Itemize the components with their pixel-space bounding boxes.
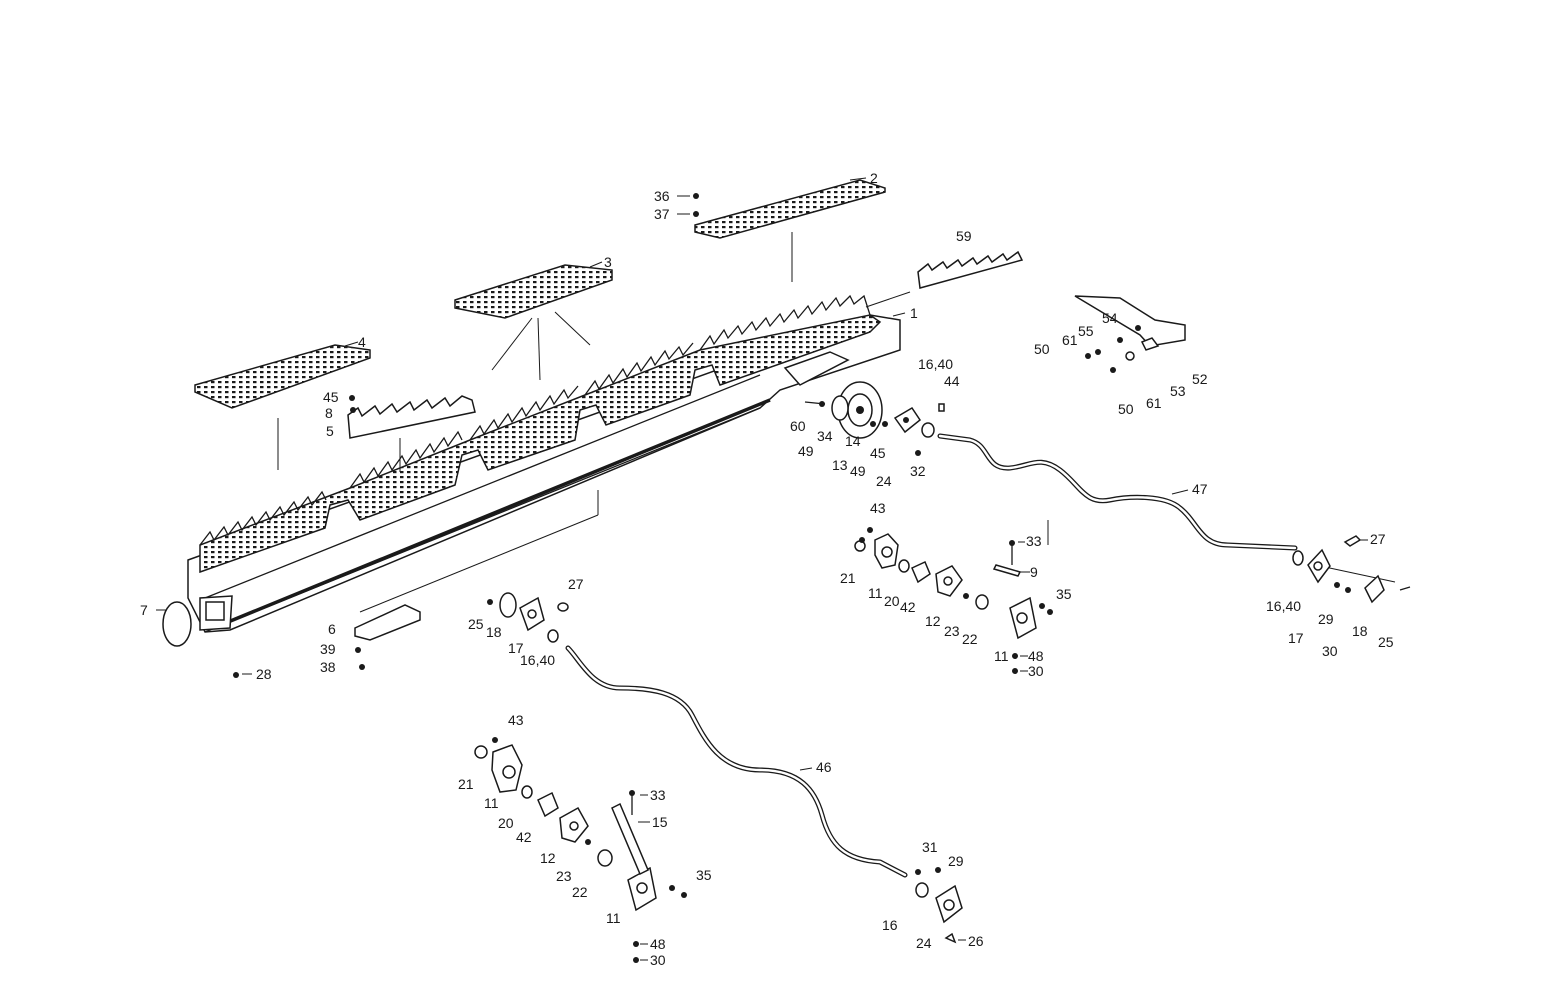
- label-33b: 33: [650, 787, 666, 803]
- label-26: 26: [968, 933, 984, 949]
- label-16-40c: 16,40: [520, 652, 555, 668]
- label-61b: 61: [1146, 395, 1162, 411]
- label-45b: 45: [870, 445, 886, 461]
- label-52: 52: [1192, 371, 1208, 387]
- crank-shaft-47: [937, 433, 1298, 551]
- label-18b: 18: [486, 624, 502, 640]
- label-47: 47: [1192, 481, 1208, 497]
- label-23a: 23: [944, 623, 960, 639]
- label-54: 54: [1102, 310, 1118, 326]
- label-32: 32: [910, 463, 926, 479]
- label-leaders: [156, 177, 1368, 961]
- label-20a: 20: [884, 593, 900, 609]
- label-49a: 49: [798, 443, 814, 459]
- label-3: 3: [604, 254, 612, 270]
- label-5: 5: [326, 423, 334, 439]
- label-23b: 23: [556, 868, 572, 884]
- label-17b: 17: [508, 640, 524, 656]
- label-39: 39: [320, 641, 336, 657]
- label-27b: 27: [568, 576, 584, 592]
- label-8: 8: [325, 405, 333, 421]
- label-2: 2: [870, 170, 878, 186]
- part-labels: 36 37 2 59 3 1 4 54 55 61 50 50 61 53 52…: [140, 170, 1394, 968]
- label-25a: 25: [1378, 634, 1394, 650]
- label-9: 9: [1030, 564, 1038, 580]
- label-61a: 61: [1062, 332, 1078, 348]
- serrated-strip-5: [347, 395, 476, 439]
- label-30c: 30: [650, 952, 666, 968]
- label-30b: 30: [1322, 643, 1338, 659]
- label-60: 60: [790, 418, 806, 434]
- label-31: 31: [922, 839, 938, 855]
- label-11c: 11: [484, 795, 499, 811]
- label-29b: 29: [948, 853, 964, 869]
- label-43b: 43: [508, 712, 524, 728]
- label-12a: 12: [925, 613, 941, 629]
- bracket-52: [1074, 295, 1186, 347]
- label-53: 53: [1170, 383, 1186, 399]
- label-1: 1: [910, 305, 918, 321]
- label-33a: 33: [1026, 533, 1042, 549]
- label-44: 44: [944, 373, 960, 389]
- label-11d: 11: [606, 910, 621, 926]
- label-15: 15: [652, 814, 668, 830]
- label-21b: 21: [458, 776, 474, 792]
- stepped-beam-part: [187, 294, 901, 633]
- assembly-lines: [277, 232, 1396, 613]
- label-24b: 24: [916, 935, 932, 951]
- label-50a: 50: [1034, 341, 1050, 357]
- label-16-40a: 16,40: [918, 356, 953, 372]
- label-49b: 49: [850, 463, 866, 479]
- label-6: 6: [328, 621, 336, 637]
- label-21a: 21: [840, 570, 856, 586]
- label-43a: 43: [870, 500, 886, 516]
- hardware-parts: [233, 193, 1411, 963]
- label-17a: 17: [1288, 630, 1304, 646]
- label-46: 46: [816, 759, 832, 775]
- label-4: 4: [358, 334, 366, 350]
- label-12b: 12: [540, 850, 556, 866]
- label-42a: 42: [900, 599, 916, 615]
- label-48a: 48: [1028, 648, 1044, 664]
- label-27a: 27: [1370, 531, 1386, 547]
- label-11a: 11: [868, 585, 883, 601]
- label-37: 37: [654, 206, 670, 222]
- end-cap-7: [162, 601, 192, 647]
- label-30a: 30: [1028, 663, 1044, 679]
- label-45a: 45: [323, 389, 339, 405]
- label-16: 16: [882, 917, 898, 933]
- label-36: 36: [654, 188, 670, 204]
- grating-plate-3: [454, 264, 613, 319]
- label-29a: 29: [1318, 611, 1334, 627]
- label-11b: 11: [994, 648, 1009, 664]
- grating-plate-4: [194, 344, 371, 409]
- label-13: 13: [832, 457, 848, 473]
- label-7: 7: [140, 602, 148, 618]
- label-35b: 35: [696, 867, 712, 883]
- serrated-strip-59: [917, 250, 1024, 289]
- label-42b: 42: [516, 829, 532, 845]
- label-14: 14: [845, 433, 861, 449]
- label-18a: 18: [1352, 623, 1368, 639]
- label-35a: 35: [1056, 586, 1072, 602]
- label-59: 59: [956, 228, 972, 244]
- label-34: 34: [817, 428, 833, 444]
- label-48b: 48: [650, 936, 666, 952]
- label-24a: 24: [876, 473, 892, 489]
- label-20b: 20: [498, 815, 514, 831]
- label-25b: 25: [468, 616, 484, 632]
- label-22a: 22: [962, 631, 978, 647]
- label-22b: 22: [572, 884, 588, 900]
- label-55: 55: [1078, 323, 1094, 339]
- grating-plate-2: [694, 179, 886, 239]
- label-50b: 50: [1118, 401, 1134, 417]
- floor-bracket-6: [354, 604, 421, 641]
- label-38: 38: [320, 659, 336, 675]
- label-28: 28: [256, 666, 272, 682]
- crank-shaft-46: [565, 645, 908, 878]
- label-16-40b: 16,40: [1266, 598, 1301, 614]
